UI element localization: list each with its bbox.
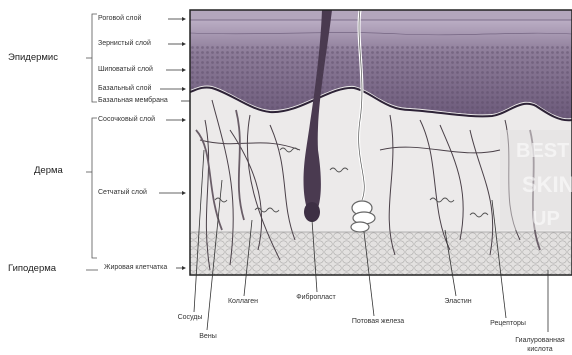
granular-layer-label: Зернистый слой: [98, 40, 151, 47]
spinous-layer-label: Шиповатый слой: [98, 66, 153, 73]
sweat-gland-label: Потовая железа: [352, 318, 404, 325]
horny-layer-label: Роговой слой: [98, 15, 141, 22]
epidermis-label: Эпидермис: [8, 52, 58, 63]
hypodermis-label: Гиподерма: [8, 263, 56, 274]
dermis-label: Дерма: [34, 165, 63, 176]
watermark: SKIN: [522, 172, 572, 198]
basal-membrane-label: Базальная мембрана: [98, 97, 168, 104]
hyaluronic-acid-label-line2: кислота: [527, 346, 552, 353]
receptors-label: Рецепторы: [490, 320, 526, 327]
hyaluronic-acid-label-line1: Гиалурованная: [515, 337, 564, 344]
watermark: UP: [532, 208, 560, 231]
fibroblast-label: Фибропласт: [296, 294, 336, 301]
vessels-label: Сосуды: [178, 314, 203, 321]
basal-layer-label: Базальный слой: [98, 85, 151, 92]
collagen-label: Коллаген: [228, 298, 258, 305]
papillary-layer-label: Сосочковый слой: [98, 116, 155, 123]
elastin-label: Эластин: [444, 298, 471, 305]
veins-label: Вены: [199, 333, 216, 340]
reticular-layer-label: Сетчатый слой: [98, 189, 147, 196]
fat-layer-label: Жировая клетчатка: [104, 264, 167, 271]
watermark: BEST: [516, 140, 569, 163]
